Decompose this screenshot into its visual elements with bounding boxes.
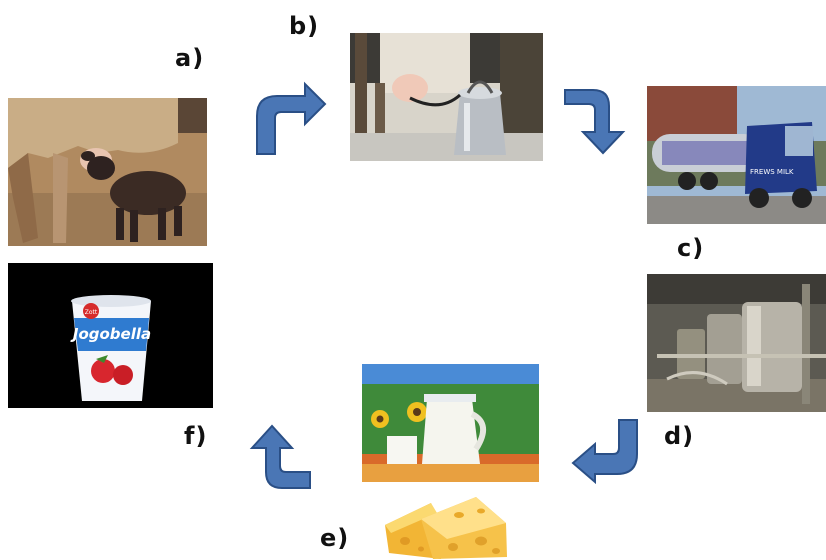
curved-arrow-icon <box>248 424 312 490</box>
yogurt-logo: Zott <box>85 309 98 316</box>
label-f: f) <box>184 422 208 450</box>
photo-dairy-plant <box>647 274 826 412</box>
label-e: e) <box>320 524 350 552</box>
curved-arrow-icon <box>255 81 327 156</box>
label-d: d) <box>664 422 695 450</box>
photo-milk-jug <box>362 364 539 482</box>
cheese-icon <box>381 493 510 560</box>
yogurt-brand: Jogobella <box>70 325 151 343</box>
label-a: a) <box>175 44 205 72</box>
curved-arrow-icon <box>571 418 639 485</box>
truck-side-text: FREWS MILK <box>750 168 794 176</box>
label-b: b) <box>289 12 320 40</box>
photo-milk-tanker: FREWS MILK <box>647 86 826 224</box>
photo-yogurt: Zott Jogobella <box>8 263 213 408</box>
photo-calf-suckling <box>8 98 207 246</box>
label-c: c) <box>677 234 705 262</box>
photo-milking <box>350 33 543 161</box>
curved-arrow-icon <box>563 88 627 155</box>
